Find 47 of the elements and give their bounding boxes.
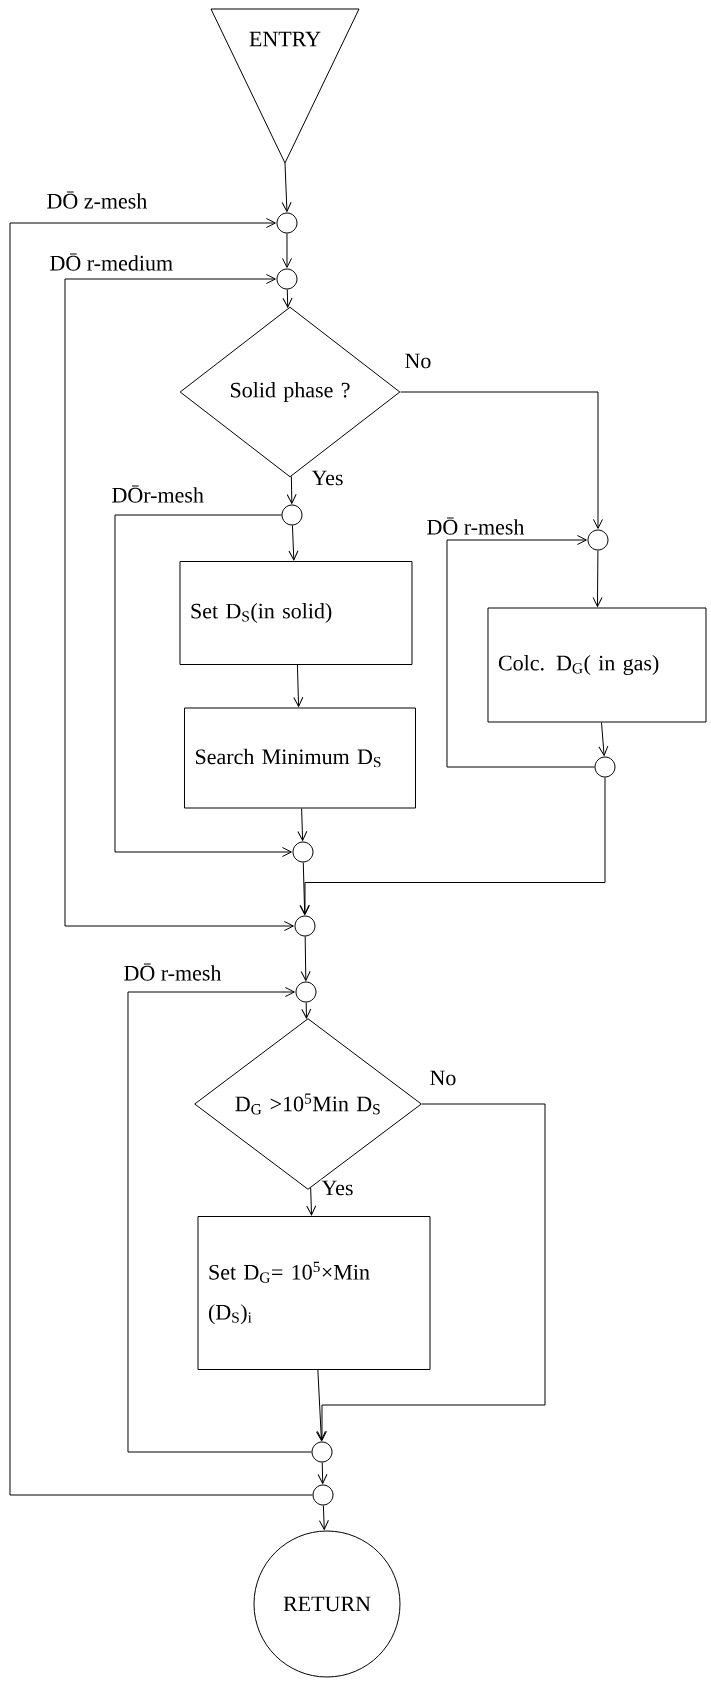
arrow <box>400 391 603 529</box>
process-box: Set D$_{G}$= 10$^{5}$×Min (D$_{S}$)$_{i}$ <box>197 1216 431 1370</box>
arrow <box>114 514 292 857</box>
arrow <box>286 475 297 504</box>
edge-label: DŌ r-medium <box>48 252 175 272</box>
edge-label: DŌr-mesh <box>110 484 205 504</box>
arrow <box>281 162 292 212</box>
entry-triangle: ENTRY <box>210 8 360 164</box>
connector-circle <box>292 841 314 863</box>
process-box: Colc. D$_{G}$( in gas) <box>487 607 707 723</box>
arrow <box>297 808 308 841</box>
arrow <box>446 535 595 768</box>
edge-label: DŌ r-mesh <box>425 516 526 536</box>
arrow <box>318 1505 329 1530</box>
arrow <box>282 289 293 308</box>
edge-label: DŌ r-mesh <box>122 962 223 982</box>
edge-label: DŌ z-mesh <box>45 190 149 210</box>
connector-circle <box>281 504 303 526</box>
connector-circle <box>587 529 609 551</box>
arrow <box>301 1002 312 1019</box>
arrow <box>317 1462 328 1484</box>
arrow <box>592 550 603 607</box>
connector-circle <box>276 212 298 234</box>
arrow <box>293 664 304 707</box>
arrow <box>282 233 292 268</box>
arrow <box>127 987 312 1453</box>
process-box: Set D$_{S}$(in solid) <box>179 561 413 665</box>
arrow <box>300 936 311 981</box>
connector-circle <box>311 1441 333 1463</box>
connector-circle <box>312 1484 334 1506</box>
arrow <box>598 722 609 756</box>
arrow <box>315 1369 326 1441</box>
arrow <box>9 218 313 1496</box>
connector-circle <box>295 981 317 1003</box>
edge-label: No <box>428 1069 458 1087</box>
arrow <box>64 274 294 931</box>
process-box: Search Minimum D$_{S}$ <box>184 707 416 809</box>
connector-circle <box>594 756 616 778</box>
arrow <box>317 1103 546 1441</box>
arrow <box>299 862 310 915</box>
edge-label: No <box>403 352 433 370</box>
connector-circle <box>276 268 298 290</box>
edge-label: Yes <box>320 1179 355 1197</box>
arrow <box>300 777 606 915</box>
connector-circle <box>294 915 316 937</box>
arrow <box>306 1187 317 1216</box>
arrow <box>288 525 299 561</box>
